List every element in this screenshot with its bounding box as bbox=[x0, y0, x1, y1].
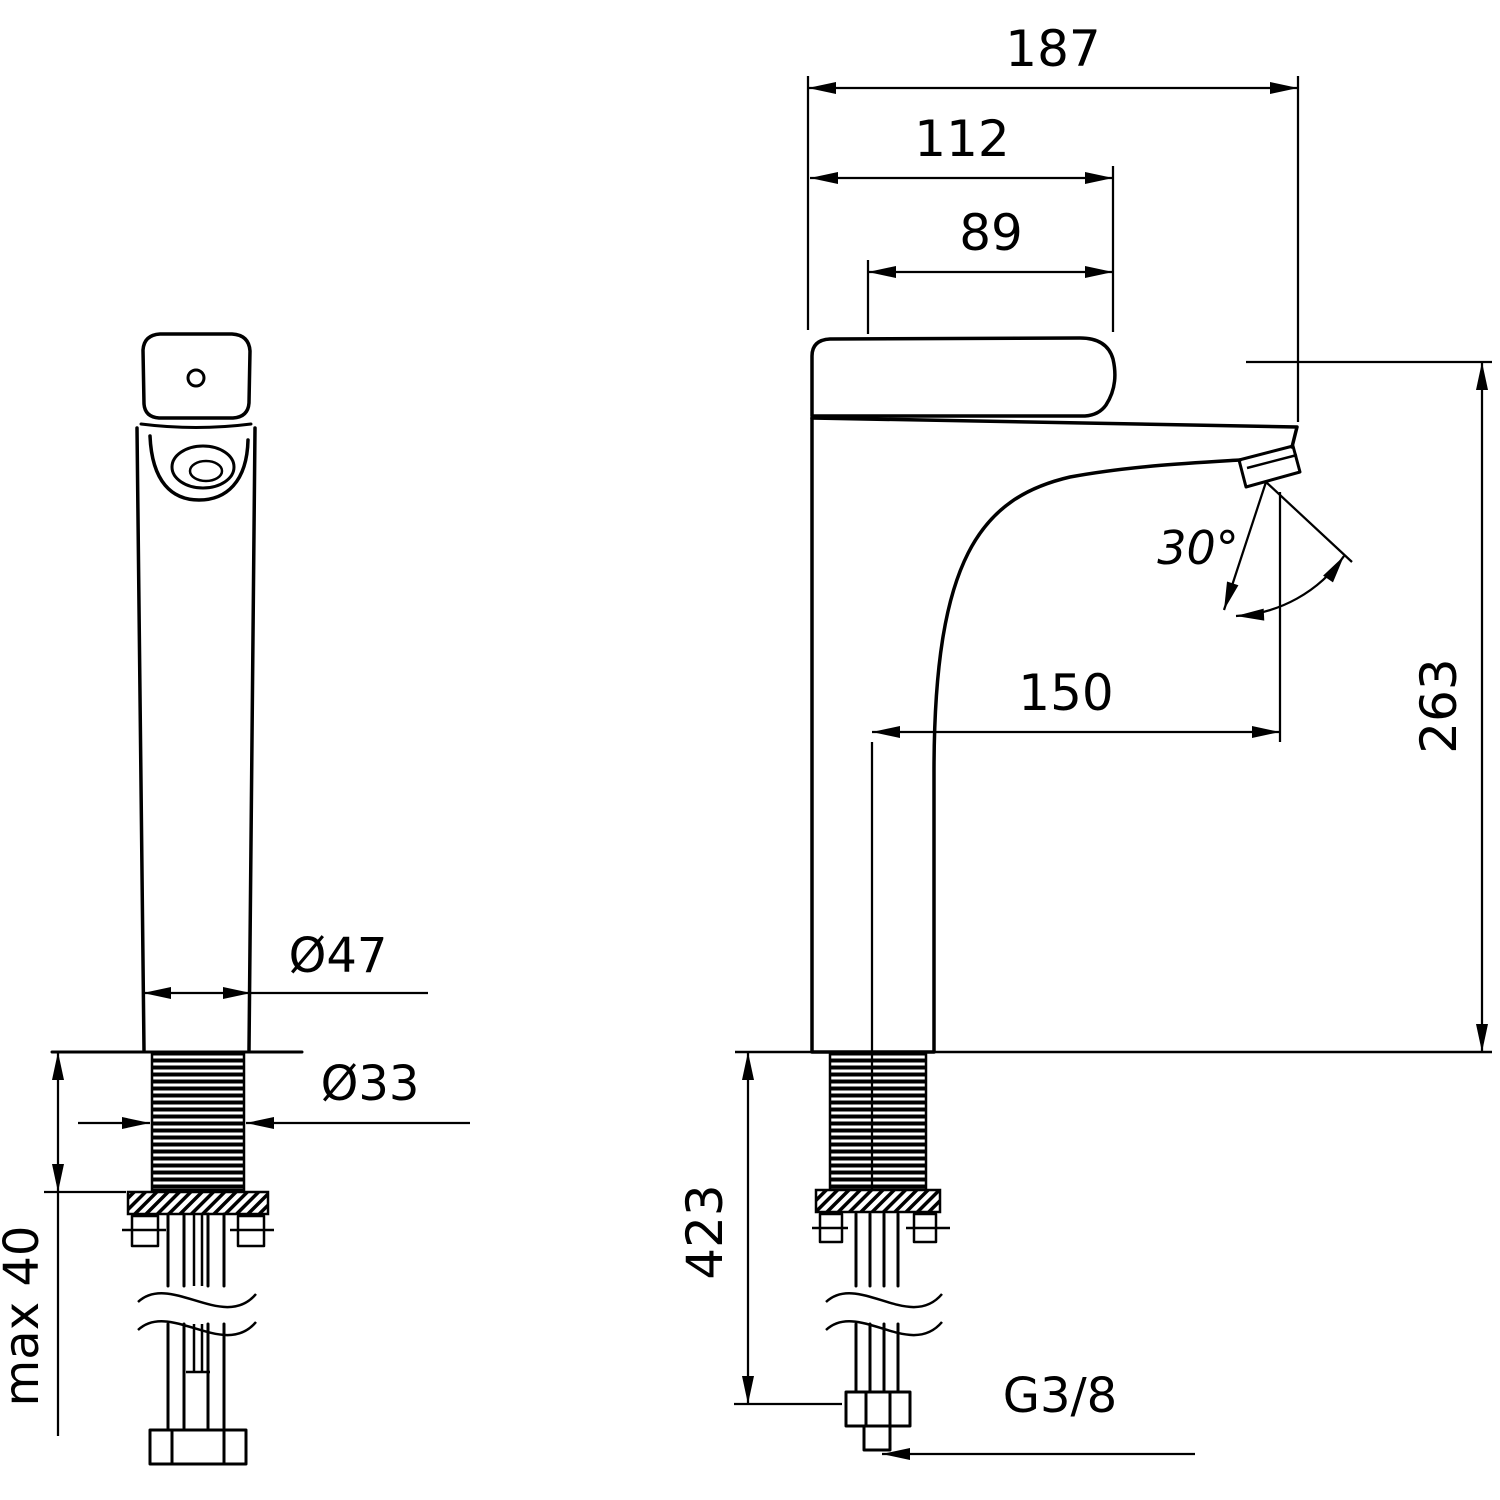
spout-angle-arc bbox=[1235, 555, 1345, 621]
spout-top-edge bbox=[810, 416, 1299, 449]
supply-hoses-front bbox=[854, 1212, 900, 1394]
threaded-shank-front bbox=[828, 1052, 928, 1192]
mounting-bolts-front bbox=[812, 1212, 950, 1244]
aerator-front bbox=[1237, 444, 1302, 489]
mounting-flange-front bbox=[814, 1188, 942, 1214]
handle-dot bbox=[186, 368, 206, 388]
handle-cap-side bbox=[141, 332, 252, 420]
dim-overall-length-label: 187 bbox=[1005, 20, 1100, 78]
dim-below-deck-label: 423 bbox=[676, 1184, 734, 1279]
dim-overall-length-ext bbox=[806, 76, 1300, 422]
hose-nut-side bbox=[148, 1428, 248, 1466]
dim-deck-thickness-label: max 40 bbox=[0, 1226, 50, 1407]
mounting-stud-side bbox=[186, 1214, 210, 1374]
dim-lever-reach-label: 112 bbox=[914, 110, 1009, 168]
spout-end-dome bbox=[148, 434, 250, 502]
front-view bbox=[735, 336, 1492, 1452]
aerator-front-detail bbox=[1246, 453, 1298, 470]
front-view-dimensions: 187 112 89 30° 263 150 423 G3/8 bbox=[676, 20, 1492, 1460]
hose-nut-front bbox=[844, 1390, 912, 1452]
dim-shank-diameter-label: Ø33 bbox=[321, 1056, 420, 1112]
dim-body-diameter-label: Ø47 bbox=[289, 928, 388, 984]
supply-hoses-side bbox=[166, 1212, 226, 1430]
break-lines-side bbox=[137, 1292, 257, 1337]
dim-thread-label: G3/8 bbox=[1003, 1368, 1117, 1424]
body-outline-front bbox=[810, 416, 1242, 1054]
threaded-shank-side bbox=[150, 1052, 246, 1192]
mounting-flange-side bbox=[126, 1190, 270, 1216]
dim-height-label: 263 bbox=[1410, 658, 1468, 753]
side-view-dimensions: Ø47 Ø33 max 40 bbox=[0, 928, 470, 1436]
neck-separation-line bbox=[139, 422, 253, 429]
break-lines-front bbox=[825, 1292, 943, 1337]
dim-spout-reach-label: 150 bbox=[1018, 664, 1113, 722]
aerator-outer-ring bbox=[170, 444, 236, 490]
dim-lever-angle-label: 30° bbox=[1157, 521, 1239, 575]
dim-lever-length-label: 89 bbox=[959, 204, 1023, 262]
mounting-bolts-side bbox=[122, 1214, 274, 1248]
spout-angle-leg-a bbox=[1222, 481, 1268, 611]
lever-handle-front bbox=[810, 336, 1117, 418]
body-edges-side bbox=[135, 426, 257, 1052]
side-view bbox=[50, 332, 304, 1466]
aerator-inner-ring bbox=[188, 459, 224, 483]
